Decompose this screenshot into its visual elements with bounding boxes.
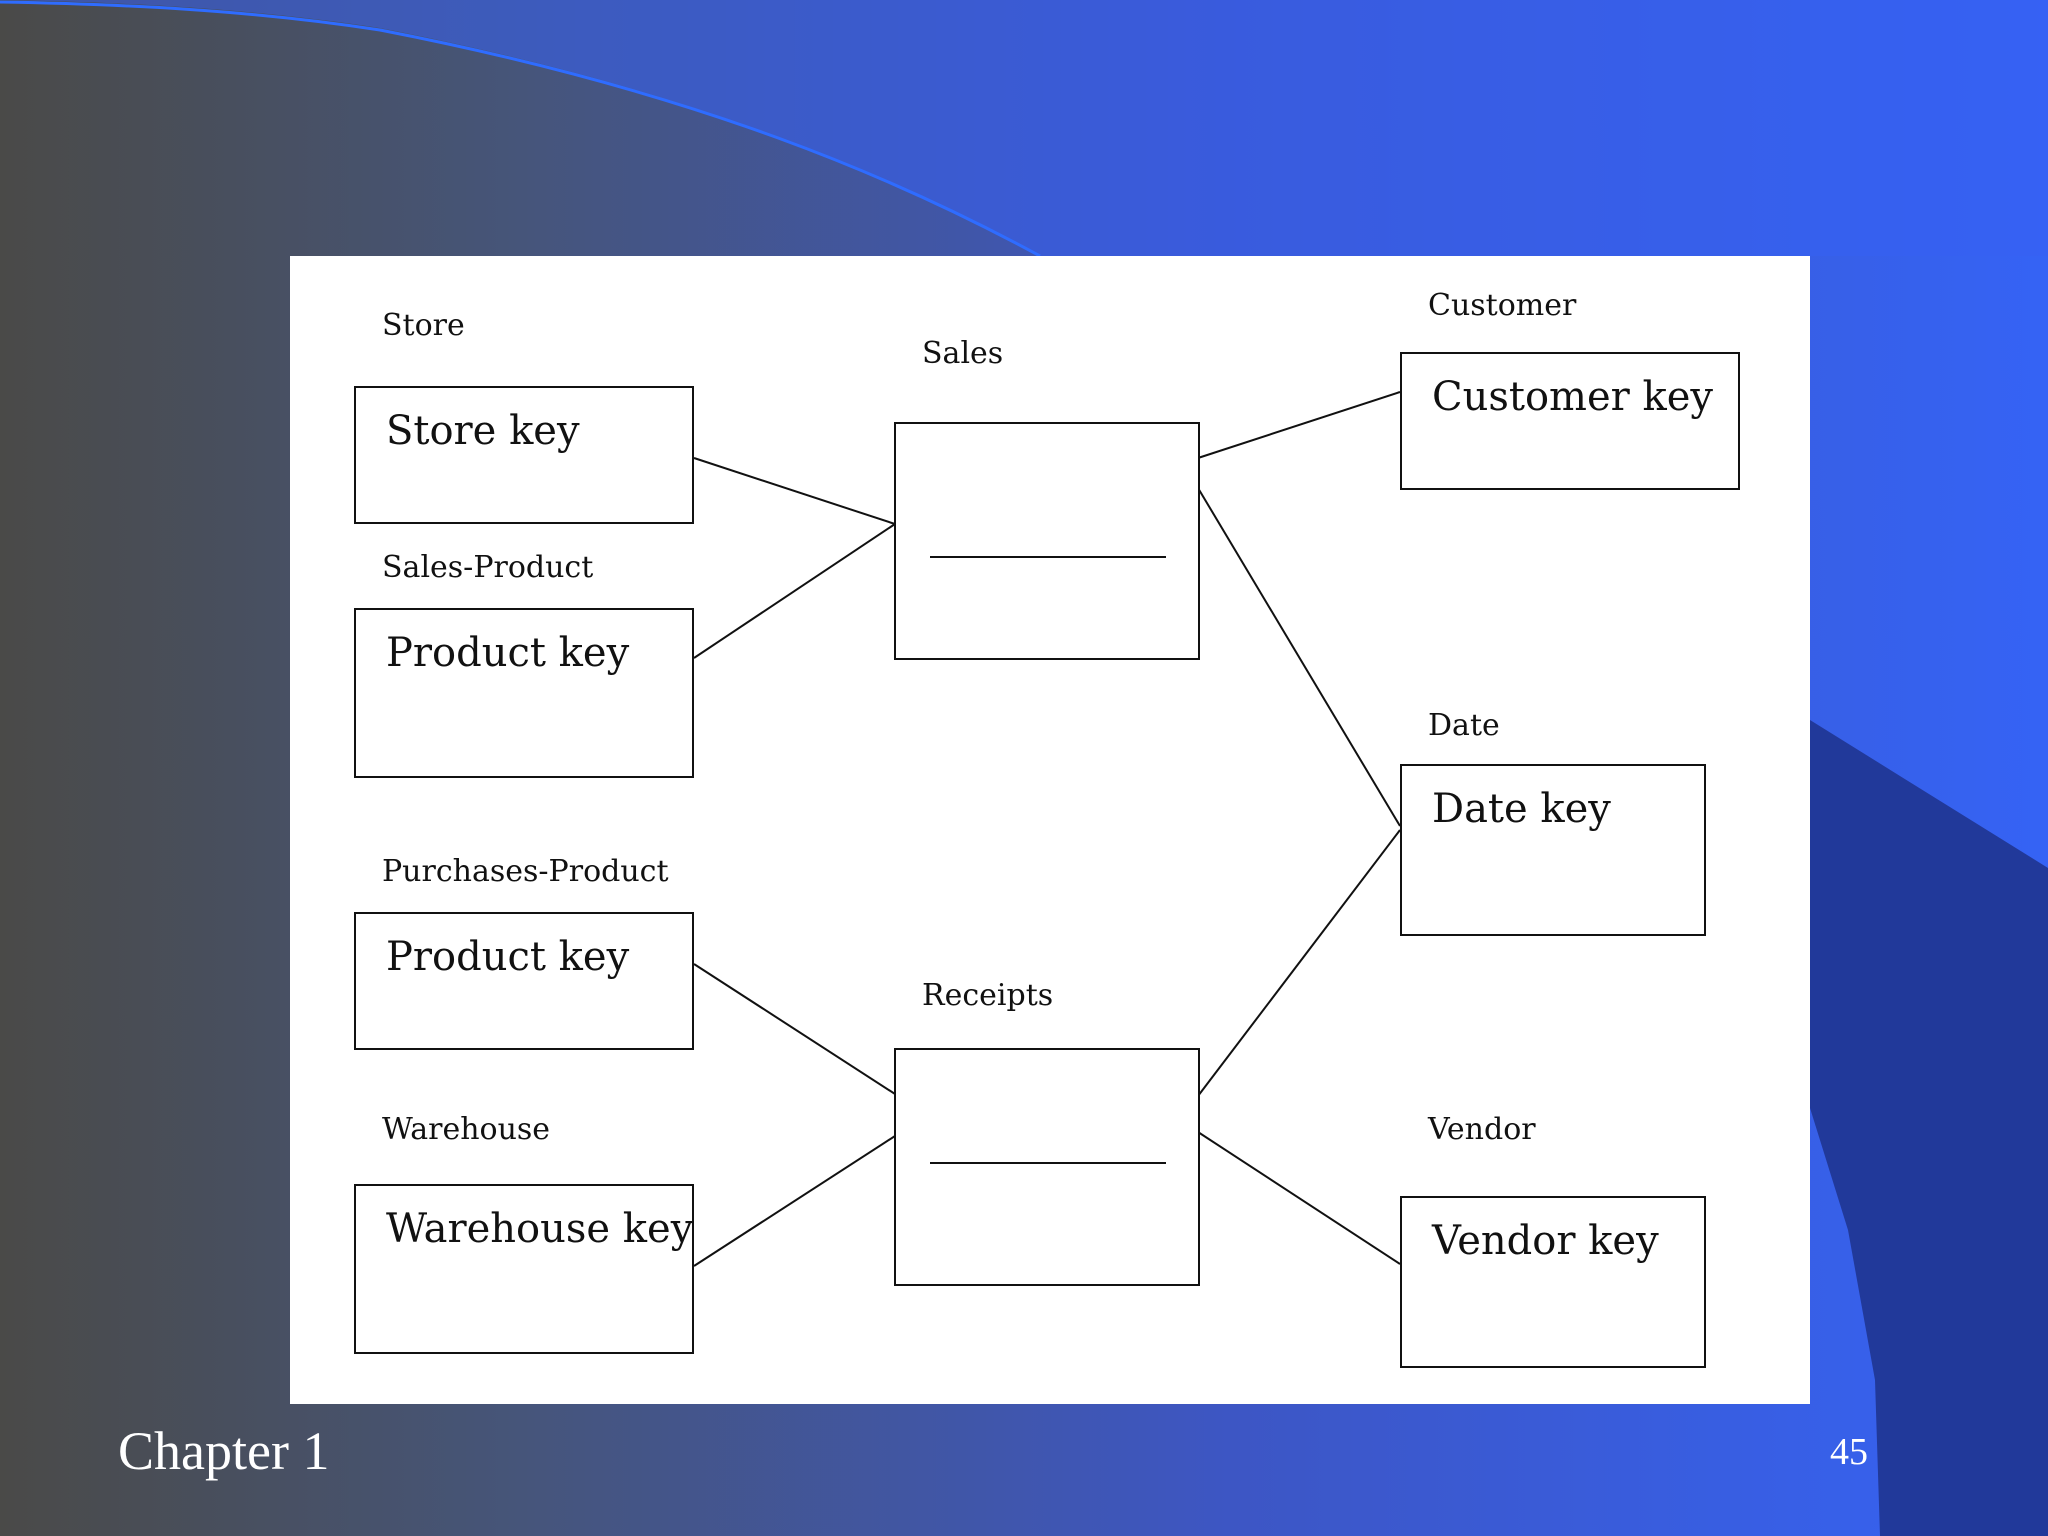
line-receipts-date [1197,829,1401,1097]
slide-footer: Chapter 1 [118,1421,330,1481]
sales-fact-label: Sales [922,336,1004,371]
store-label: Store [382,308,465,343]
line-sales-date [1197,487,1401,827]
page-number: 45 [1830,1431,1868,1473]
sales-fact-divider [930,556,1166,558]
date-label: Date [1428,708,1500,743]
receipts-fact-divider [930,1162,1166,1164]
line-sales-product-sales [693,523,896,659]
line-receipts-vendor [1197,1131,1401,1265]
purchases-product-entity: Product key [354,912,694,1050]
warehouse-entity: Warehouse key [354,1184,694,1354]
sales-fact-table [894,422,1200,660]
line-purchases-product-receipts [693,963,896,1095]
vendor-key: Vendor key [1432,1218,1659,1264]
sales-product-entity: Product key [354,608,694,778]
customer-label: Customer [1428,288,1577,323]
receipts-fact-table [894,1048,1200,1286]
relationship-lines [693,391,1401,1267]
warehouse-key: Warehouse key [386,1206,694,1252]
customer-key: Customer key [1432,374,1713,420]
vendor-label: Vendor [1428,1112,1536,1147]
date-entity: Date key [1400,764,1706,936]
store-key: Store key [386,408,580,454]
sales-product-key: Product key [386,630,630,676]
line-warehouse-receipts [693,1135,896,1267]
vendor-entity: Vendor key [1400,1196,1706,1368]
purchases-product-key: Product key [386,934,630,980]
purchases-product-label: Purchases-Product [382,854,669,889]
date-key: Date key [1432,786,1611,832]
store-entity: Store key [354,386,694,524]
line-store-sales [693,457,896,525]
star-schema-diagram: Store Store key Sales-Product Product ke… [290,256,1810,1404]
sales-product-label: Sales-Product [382,550,594,585]
customer-entity: Customer key [1400,352,1740,490]
line-sales-customer [1197,391,1401,459]
receipts-fact-label: Receipts [922,978,1054,1013]
warehouse-label: Warehouse [382,1112,551,1147]
